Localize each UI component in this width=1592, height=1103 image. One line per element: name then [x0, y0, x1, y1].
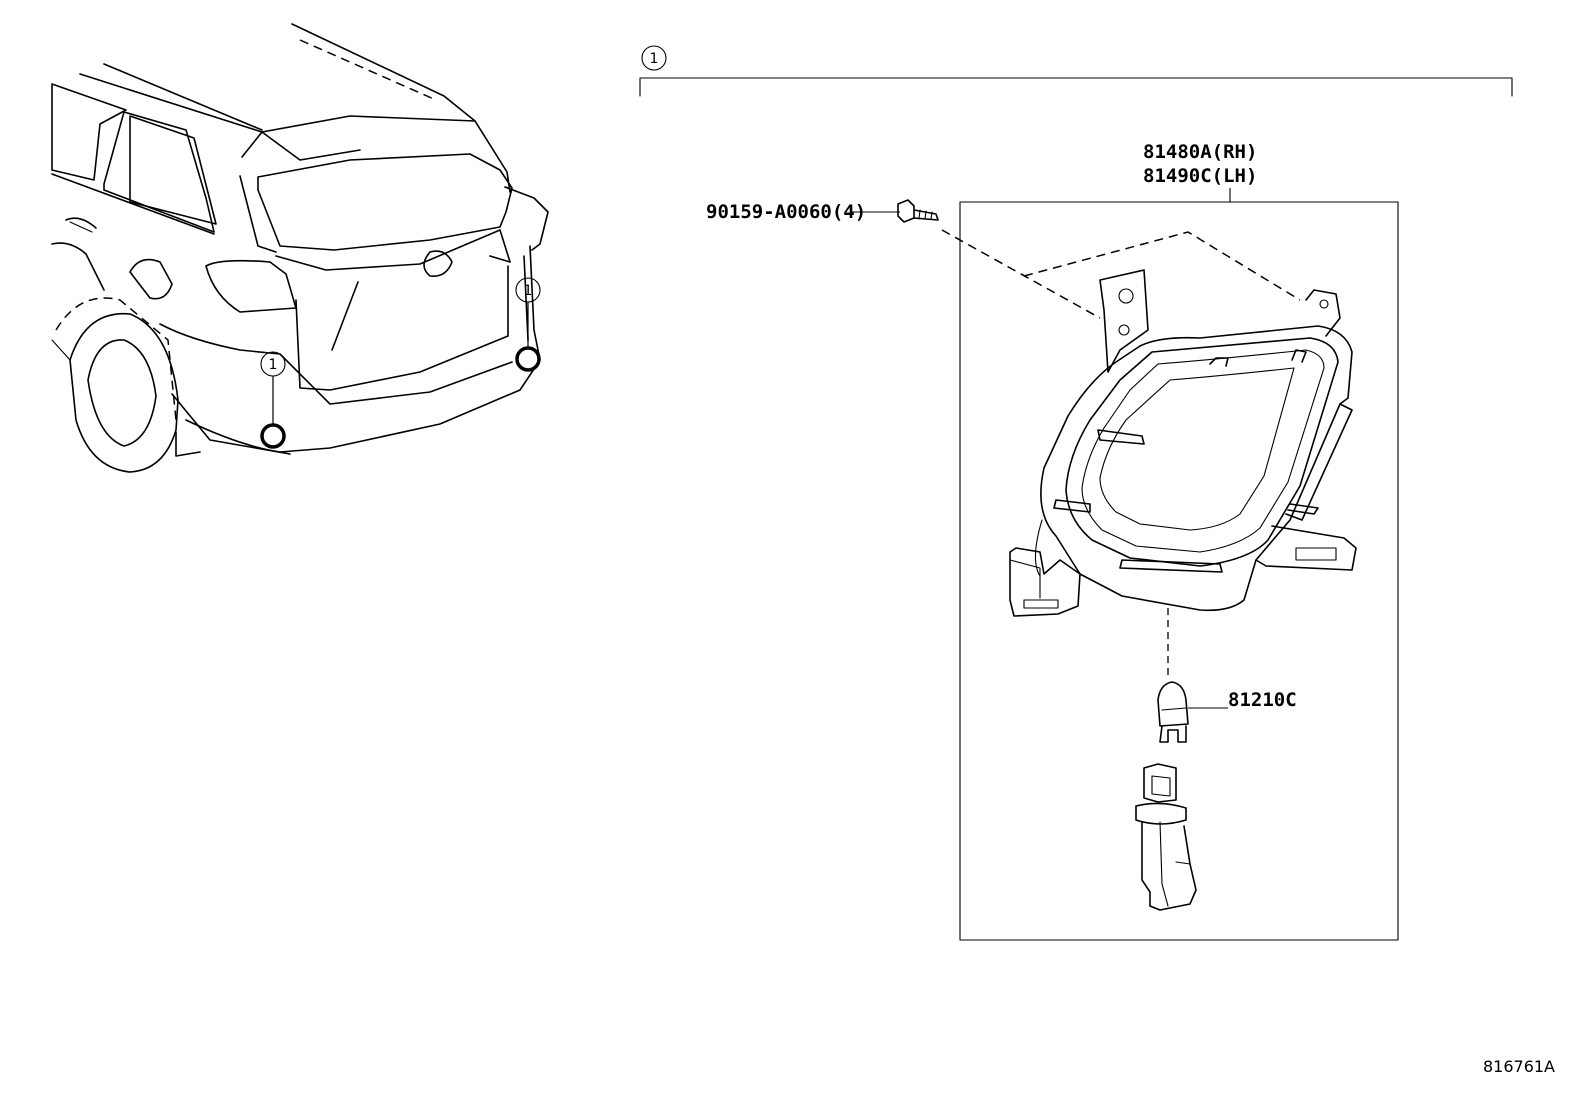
- bulb-part-label: 81210C: [1228, 689, 1297, 711]
- assembly-frame: [959, 201, 1399, 941]
- callout-number-right: 1: [524, 283, 533, 299]
- socket-icon: [1143, 763, 1177, 803]
- vehicle-rear-view: [51, 23, 549, 473]
- bulb: [1157, 681, 1228, 743]
- assembly-bracket: 1: [639, 45, 1513, 97]
- screw: [852, 199, 939, 223]
- rh-part-label: 81480A(RH): [1143, 141, 1257, 163]
- drawing-id: 816761A: [1483, 1057, 1555, 1076]
- callout-circle-top: [641, 45, 667, 71]
- sensor-location-right-icon: [515, 346, 541, 372]
- socket: [1135, 763, 1197, 911]
- bulb-icon: [1157, 681, 1189, 727]
- callout-number-top: 1: [650, 51, 659, 67]
- sensor-callout-right: 1: [515, 277, 541, 372]
- screw-part-label: 90159-A0060(4): [706, 201, 866, 223]
- sensor-location-left-icon: [260, 423, 286, 449]
- rear-lamp-housing: [1009, 269, 1357, 617]
- screw-head-icon: [897, 199, 915, 223]
- sensor-callout-left: 1: [260, 351, 286, 449]
- lh-part-label: 81490C(LH): [1143, 165, 1257, 187]
- callout-number-left: 1: [269, 357, 278, 373]
